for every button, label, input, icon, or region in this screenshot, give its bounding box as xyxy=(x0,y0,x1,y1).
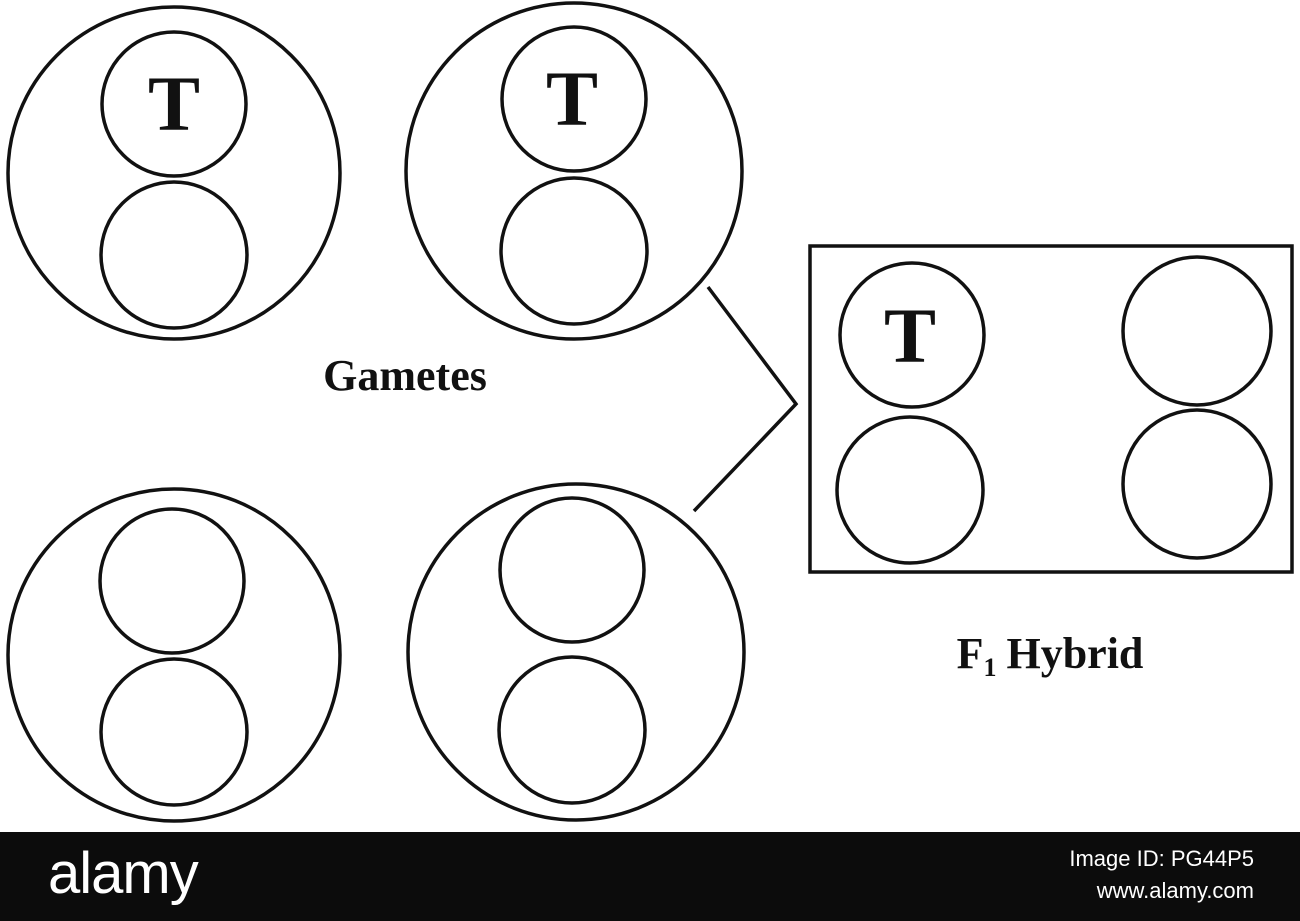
chromosome-dominant xyxy=(100,30,248,178)
gamete-cell-top-right: T xyxy=(404,1,744,341)
chromosome-recessive xyxy=(99,657,249,807)
chromosome-recessive xyxy=(1121,408,1273,560)
hybrid-cell-outline xyxy=(808,244,1294,574)
allele-label-t: T xyxy=(546,55,598,142)
cell-outline xyxy=(404,1,744,341)
f1-hybrid-cell: T xyxy=(808,244,1294,574)
chromosome-recessive xyxy=(497,655,647,805)
cell-outline xyxy=(406,482,746,822)
gamete-cell-top-left: T xyxy=(6,5,342,341)
allele-label-t: T xyxy=(148,60,200,147)
gamete-cell-bottom-right xyxy=(406,482,746,822)
chromosome-recessive xyxy=(835,415,985,565)
image-id-label: Image ID: PG44P5 xyxy=(1069,846,1254,871)
fusion-bracket xyxy=(692,285,799,513)
cell-outline xyxy=(6,487,342,823)
chromosome-recessive xyxy=(98,507,246,655)
f1-prefix: F xyxy=(957,629,984,678)
chromosome-recessive xyxy=(99,180,249,330)
chromosome-recessive xyxy=(499,176,649,326)
chromosome-recessive xyxy=(1121,255,1273,407)
cell-outline xyxy=(6,5,342,341)
hybrid-word: Hybrid xyxy=(1006,629,1143,678)
chromosome-dominant xyxy=(838,261,986,409)
gamete-cell-bottom-left xyxy=(6,487,342,823)
allele-label-t: T xyxy=(884,292,936,379)
chromosome-dominant xyxy=(500,25,648,173)
gametes-label: Gametes xyxy=(323,351,487,400)
f1-subscript: 1 xyxy=(983,653,996,682)
mendel-gamete-diagram: T T Gametes T F1 Hybrid xyxy=(6,1,1294,823)
alamy-logo: alamy xyxy=(48,841,199,906)
site-url-label: www.alamy.com xyxy=(1096,878,1254,903)
watermark-footer: alamy Image ID: PG44P5 www.alamy.com xyxy=(0,832,1300,921)
chromosome-recessive xyxy=(498,496,646,644)
f1-hybrid-label: F1 Hybrid xyxy=(957,629,1144,682)
